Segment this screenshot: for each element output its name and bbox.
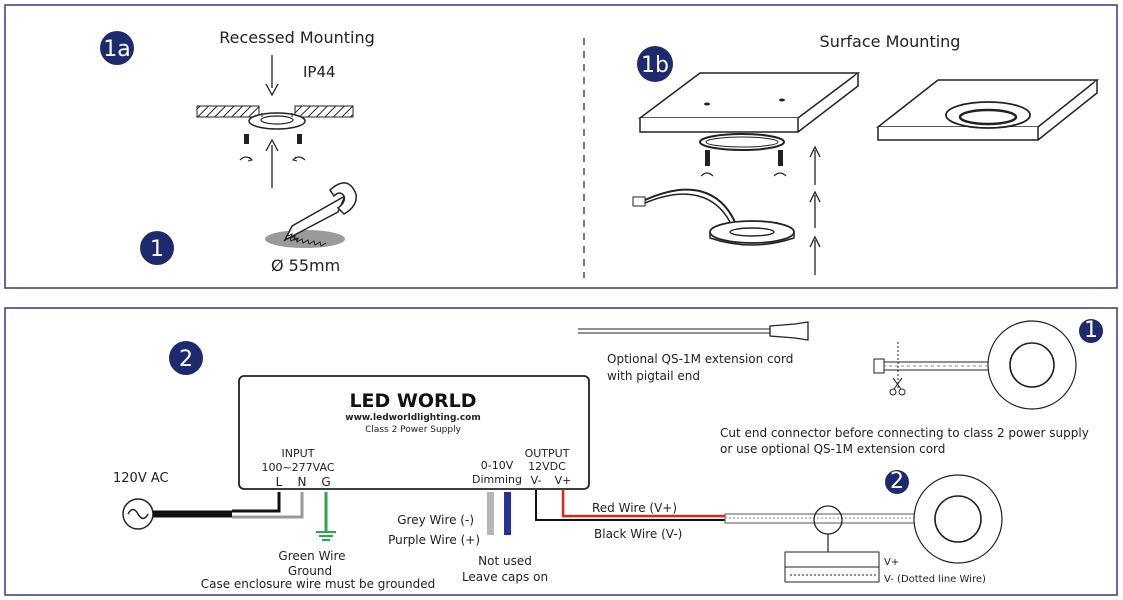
mount-up-arrow [809, 190, 821, 228]
badge-1b: 1b [637, 46, 673, 82]
cut-note-line2: or use optional QS-1M extension cord [720, 442, 945, 456]
ceiling-plate [637, 72, 861, 133]
psu-class-label: Class 2 Power Supply [365, 425, 462, 435]
purple-wire-label: Purple Wire (+) [388, 533, 480, 547]
panel-2-frame [4, 307, 1118, 596]
not-used-label: Not used [478, 554, 532, 568]
ext-cord-line1: Optional QS-1M extension cord [607, 352, 793, 366]
ac-source-label: 120V AC [113, 471, 169, 486]
input-label: INPUT [282, 447, 315, 460]
trim-ring [699, 133, 785, 151]
panel-1-frame [4, 4, 1118, 289]
insert-up-arrow [265, 138, 279, 188]
wire-detail-magnifier [784, 505, 880, 583]
terminal-l: L [276, 475, 283, 489]
badge-1a: 1a [100, 31, 134, 65]
svg-text:1b: 1b [641, 53, 669, 78]
black-wire-label: Black Wire (V-) [594, 527, 682, 541]
ceiling-section [196, 105, 354, 118]
grey-wire-label: Grey Wire (-) [397, 513, 474, 527]
ip-rating-label: IP44 [303, 63, 336, 81]
surface-mounting-title: Surface Mounting [820, 32, 961, 51]
leave-caps-label: Leave caps on [462, 570, 548, 584]
recessed-mounting-title: Recessed Mounting [219, 28, 375, 47]
ceiling-cutout [265, 230, 345, 248]
scissors-icon [889, 377, 906, 396]
badge-1: 1 [140, 231, 174, 265]
terminal-g: G [321, 475, 330, 489]
extension-cord [578, 321, 809, 341]
screw-icon [292, 134, 306, 162]
brand-url: www.ledworldlighting.com [345, 413, 480, 423]
recessed-fixture [248, 112, 306, 130]
red-wire-label: Red Wire (V+) [592, 501, 677, 515]
badge-c2: 2 [885, 469, 909, 494]
mounted-fixture-result [875, 79, 1100, 141]
green-wire-label: Green Wire [278, 549, 345, 563]
screw-icon [700, 150, 714, 177]
input-cable [153, 492, 304, 519]
fixture-1 [873, 320, 1077, 410]
dimming-label: Dimming [472, 473, 522, 486]
fixture-2 [913, 474, 1003, 564]
ac-source-icon [122, 498, 154, 530]
pigtail-connector [632, 188, 736, 223]
insert-down-arrow [265, 55, 279, 97]
dimming-voltage: 0-10V [481, 459, 514, 472]
mount-up-arrow [809, 235, 821, 275]
cutout-size-label: Ø 55mm [271, 256, 340, 275]
terminal-vpos: V+ [555, 474, 572, 487]
svg-text:2: 2 [179, 347, 193, 372]
cut-note-line1: Cut end connector before connecting to c… [720, 426, 1089, 440]
badge-c1: 1 [1079, 318, 1103, 343]
hand-saw-icon [283, 182, 357, 247]
svg-text:2: 2 [890, 469, 904, 494]
vplus-label: V+ [884, 557, 899, 568]
badge-2: 2 [169, 341, 203, 375]
mount-up-arrow [809, 145, 821, 185]
power-supply-box [238, 375, 590, 490]
screw-icon [773, 150, 787, 177]
svg-text:1: 1 [1084, 318, 1098, 343]
ground-label: Ground [288, 564, 332, 578]
input-voltage: 100~277VAC [261, 461, 334, 474]
vminus-label: V- (Dotted line Wire) [884, 574, 986, 585]
screw-icon [239, 134, 253, 162]
svg-text:1a: 1a [103, 37, 130, 62]
brand-logo: LED WORLD [349, 390, 476, 412]
output-label: OUTPUT [525, 447, 570, 460]
svg-text:1: 1 [150, 237, 164, 262]
ground-wire [316, 492, 336, 541]
ext-cord-line2: with pigtail end [607, 369, 700, 383]
ground-note: Case enclosure wire must be grounded [201, 577, 436, 591]
surface-fixture [709, 220, 795, 246]
output-voltage: 12VDC [528, 460, 566, 473]
terminal-vneg: V- [531, 474, 542, 487]
terminal-n: N [298, 475, 307, 489]
dimming-wires [487, 492, 511, 535]
